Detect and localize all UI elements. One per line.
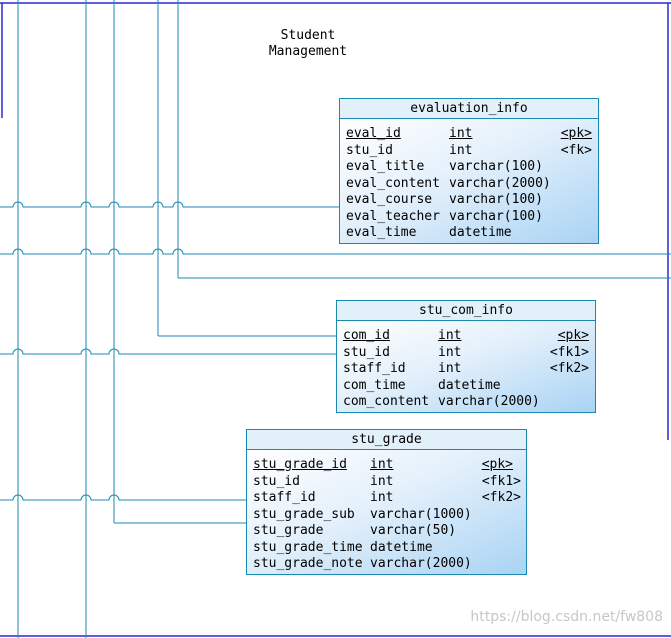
entity-row: eval_id int <pk> [340, 125, 598, 142]
column-name: com_id [343, 328, 390, 343]
column-type: int [438, 361, 462, 376]
column-type: varchar(2000) [438, 394, 540, 409]
entity-row: stu_grade_id int <pk> [247, 456, 526, 473]
column-name: stu_grade_id [253, 457, 347, 472]
column-name: staff_id [343, 361, 406, 376]
entity-body: eval_id int <pk> stu_id int <fk> eval_ti… [340, 119, 598, 243]
watermark: https://blog.csdn.net/fw808 [470, 609, 663, 625]
entity-row: staff_id int <fk2> [337, 360, 595, 377]
column-type: varchar(2000) [370, 556, 472, 571]
entity-body: stu_grade_id int <pk> stu_id int <fk1> s… [247, 450, 526, 574]
entity-row: stu_id int <fk> [340, 142, 598, 159]
entity-row: eval_teacher varchar(100) [340, 208, 598, 225]
column-type: int [438, 328, 462, 343]
entity-row: com_content varchar(2000) [337, 393, 595, 410]
entity-row: eval_title varchar(100) [340, 158, 598, 175]
column-name: stu_id [343, 344, 390, 360]
entity-row: stu_grade_note varchar(2000) [247, 555, 526, 572]
column-name: stu_grade_sub [253, 506, 355, 522]
column-type: int [370, 490, 394, 505]
column-type: datetime [438, 377, 501, 393]
column-name: eval_content [346, 175, 440, 191]
entity-body: com_id int <pk> stu_id int <fk1> staff_i… [337, 321, 595, 412]
column-name: eval_time [346, 225, 417, 240]
column-name: com_content [343, 394, 430, 409]
entity-stu-com-info[interactable]: stu_com_info com_id int <pk> stu_id int … [336, 300, 596, 413]
entity-evaluation-info[interactable]: evaluation_info eval_id int <pk> stu_id … [339, 98, 599, 244]
column-key: <fk> [560, 142, 592, 158]
column-name: staff_id [253, 490, 316, 505]
column-type: varchar(2000) [449, 175, 551, 191]
column-key: <pk> [560, 126, 592, 141]
column-name: stu_id [253, 473, 300, 489]
entity-title: stu_grade [247, 430, 526, 450]
entity-row: eval_content varchar(2000) [340, 175, 598, 192]
column-type: varchar(50) [370, 523, 457, 538]
column-type: datetime [370, 539, 433, 555]
entity-row: com_time datetime [337, 377, 595, 394]
column-name: com_time [343, 377, 406, 393]
column-key: <pk> [557, 328, 589, 343]
column-type: int [370, 457, 394, 472]
column-key: <fk2> [481, 490, 521, 505]
column-type: varchar(100) [449, 192, 543, 207]
column-name: stu_grade_note [253, 556, 363, 571]
column-type: int [449, 126, 473, 141]
entity-row: stu_grade_time datetime [247, 539, 526, 556]
entity-row: eval_time datetime [340, 224, 598, 241]
package-title: Student Management [268, 28, 348, 59]
entity-row: stu_id int <fk1> [337, 344, 595, 361]
entity-title: evaluation_info [340, 99, 598, 119]
entity-row: com_id int <pk> [337, 327, 595, 344]
column-key: <fk1> [481, 473, 521, 489]
column-type: varchar(100) [449, 208, 543, 224]
column-type: varchar(100) [449, 159, 543, 174]
entity-title: stu_com_info [337, 301, 595, 321]
column-type: int [449, 142, 473, 158]
entity-row: eval_course varchar(100) [340, 191, 598, 208]
column-key: <pk> [481, 457, 513, 472]
entity-row: staff_id int <fk2> [247, 489, 526, 506]
column-name: eval_course [346, 192, 433, 207]
column-type: int [370, 473, 394, 489]
entity-row: stu_id int <fk1> [247, 473, 526, 490]
entity-stu-grade[interactable]: stu_grade stu_grade_id int <pk> stu_id i… [246, 429, 527, 575]
column-type: varchar(1000) [370, 506, 472, 522]
entity-row: stu_grade_sub varchar(1000) [247, 506, 526, 523]
column-name: eval_teacher [346, 208, 440, 224]
column-type: int [438, 344, 462, 360]
column-name: stu_grade_time [253, 539, 363, 555]
column-name: stu_grade [253, 523, 324, 538]
column-type: datetime [449, 225, 512, 240]
column-key: <fk2> [549, 361, 589, 376]
column-name: eval_id [346, 126, 401, 141]
column-name: eval_title [346, 159, 425, 174]
column-name: stu_id [346, 142, 393, 158]
entity-row: stu_grade varchar(50) [247, 522, 526, 539]
column-key: <fk1> [549, 344, 589, 360]
